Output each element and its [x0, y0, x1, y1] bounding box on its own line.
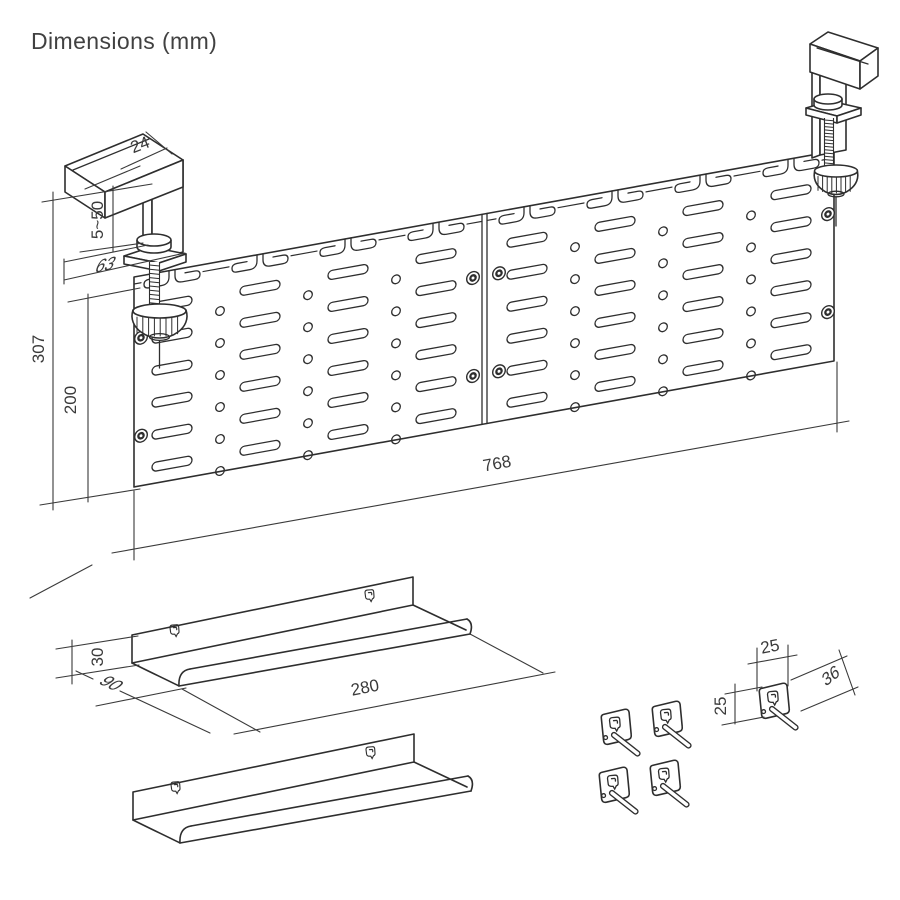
clamp-arm-front — [104, 159, 184, 219]
pegboard-panel — [133, 150, 836, 488]
panel-outline — [133, 150, 835, 488]
dim-panel-width-label: 768 — [481, 452, 512, 476]
dim-shelf-height-label: 30 — [88, 648, 107, 667]
screw-threads — [149, 264, 160, 305]
dim-shelf-depth-label: 90 — [94, 673, 130, 694]
clamp-pad — [813, 93, 843, 105]
shelf-1: 30 90 280 — [55, 576, 556, 735]
dim-clamp-depth-label: 63 — [92, 253, 119, 278]
screw-threads — [824, 119, 834, 165]
dim-clamp-opening-label: 5~50 — [88, 201, 107, 239]
hook-1 — [601, 709, 637, 753]
dim-shelf-width-label: 280 — [349, 676, 380, 700]
left-desk-clamp — [64, 133, 188, 369]
knob-ribs — [817, 172, 851, 194]
hook-dimensioned — [759, 683, 795, 727]
dim-overall-height-label: 307 — [29, 335, 48, 363]
dim-hook-height-label: 25 — [711, 697, 730, 716]
clamp-pad — [136, 233, 172, 247]
shelf-2 — [132, 733, 474, 844]
panel-seam — [481, 212, 488, 426]
right-desk-clamp — [805, 31, 879, 227]
hooks-set: 25 25 36 — [599, 635, 859, 811]
page-title: Dimensions (mm) — [31, 28, 218, 54]
panel-pattern — [133, 157, 836, 477]
hook-3 — [599, 767, 635, 811]
hook-dimensions: 25 25 36 — [711, 635, 859, 726]
hook-2 — [652, 701, 688, 745]
dim-hook-width-label: 25 — [759, 635, 781, 657]
dim-panel-height-label: 200 — [61, 386, 80, 414]
hook-4 — [650, 760, 686, 804]
dim-hook-depth-label: 36 — [819, 660, 842, 690]
